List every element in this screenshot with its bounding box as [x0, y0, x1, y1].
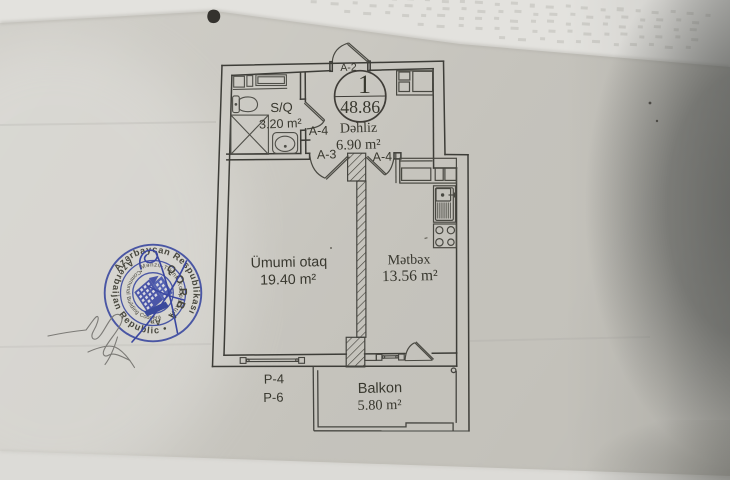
svg-text:A-3: A-3 [317, 147, 337, 162]
svg-text:R: R [176, 288, 188, 296]
svg-text:A»: A» [149, 317, 161, 328]
svg-text:Balkon: Balkon [358, 380, 403, 397]
svg-text:5.80 m²: 5.80 m² [357, 397, 401, 414]
svg-text:Mətbəx: Mətbəx [387, 252, 430, 268]
svg-text:6.90 m²: 6.90 m² [336, 136, 382, 153]
svg-text:Ümumi otaq: Ümumi otaq [250, 252, 327, 272]
svg-text:1: 1 [358, 70, 371, 99]
svg-text:13.56 m²: 13.56 m² [382, 267, 438, 285]
svg-text:P-4: P-4 [264, 371, 285, 386]
svg-text:S/Q: S/Q [270, 99, 293, 115]
svg-text:P-6: P-6 [263, 390, 284, 405]
svg-text:A-2: A-2 [340, 62, 357, 74]
svg-text:19.40 m²: 19.40 m² [260, 272, 317, 289]
svg-text:48.86: 48.86 [340, 97, 380, 117]
svg-text:3.20 m²: 3.20 m² [259, 116, 302, 131]
svg-text:A-4: A-4 [373, 150, 393, 165]
svg-text:Dəhliz: Dəhliz [340, 121, 378, 137]
svg-text:A-4: A-4 [309, 124, 329, 139]
